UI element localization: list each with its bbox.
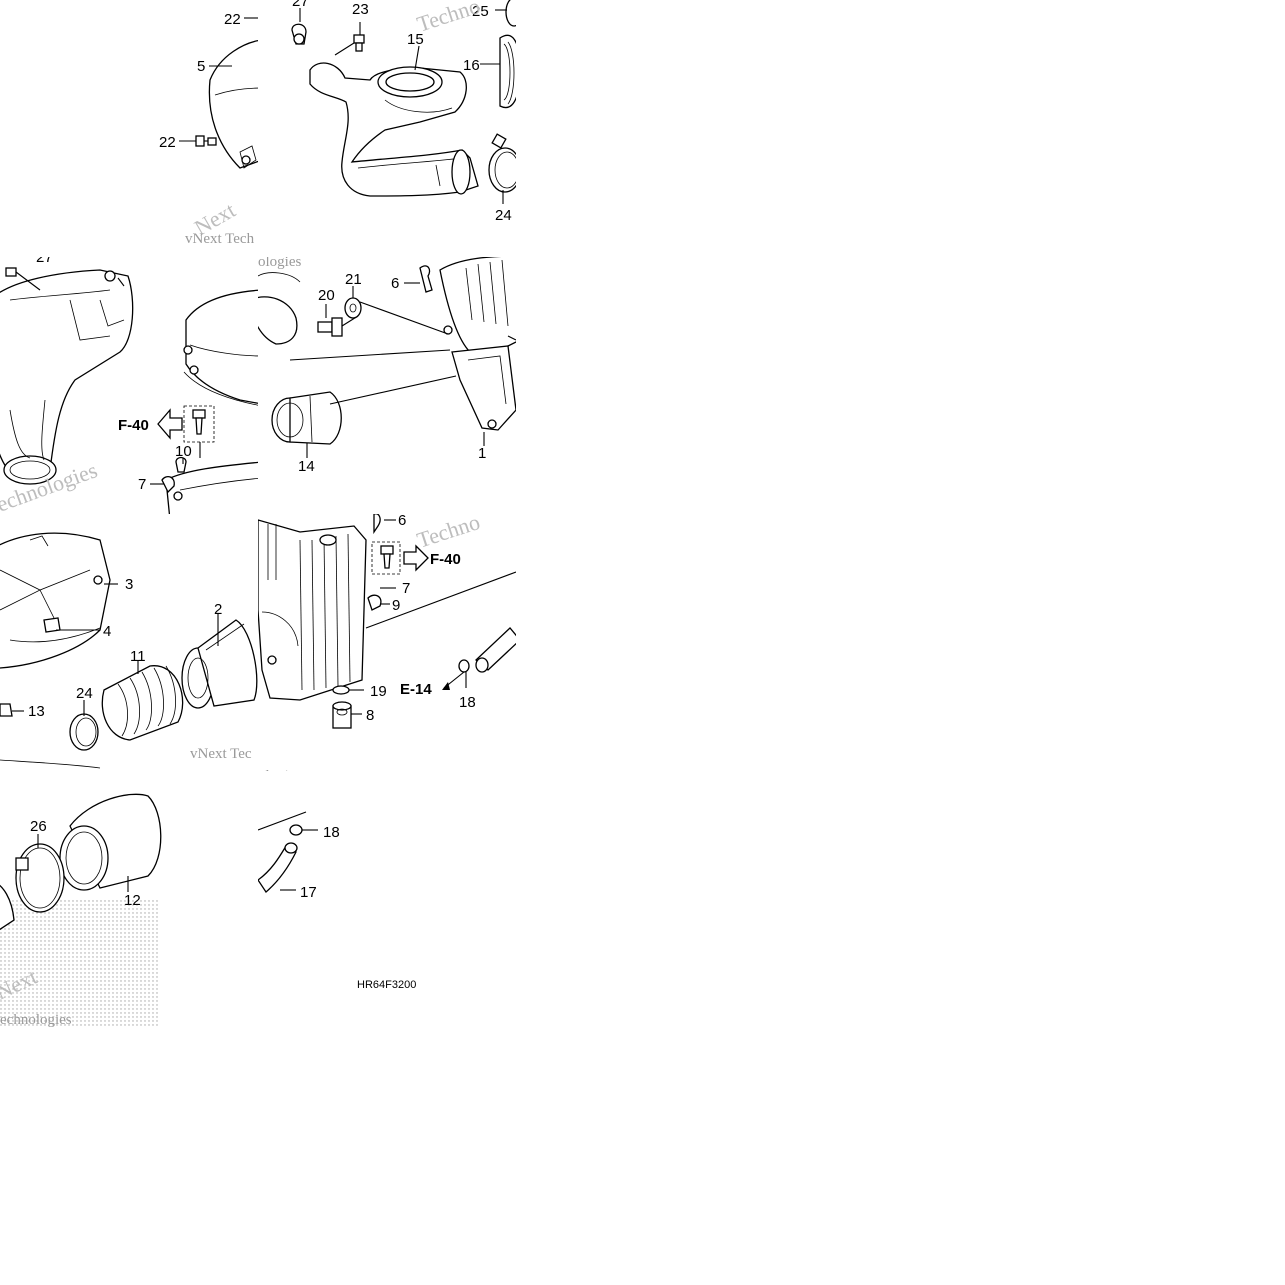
callout-7-right: 7 (402, 580, 410, 597)
clamp-25 (505, 0, 516, 27)
clip-13 (0, 703, 13, 717)
band-26 (15, 843, 65, 913)
air-cleaner-case-1 (439, 257, 516, 431)
callout-14: 14 (298, 458, 315, 475)
air-cleaner-case-edge (165, 289, 258, 514)
callout-9: 9 (392, 597, 400, 614)
tile-resonator-chamber: F-40 27 10 7 echnologies (0, 249, 258, 514)
o-ring-19 (332, 685, 350, 695)
callout-27-lower: 27 (36, 249, 53, 266)
ref-f40-bottom: F-40 (371, 541, 461, 575)
callout-27-top: 27 (292, 0, 309, 10)
drain-plug-8 (332, 701, 352, 729)
callout-6-lower: 6 (398, 512, 406, 529)
tile-intake-duct: 27 23 15 16 24 25 Techno (291, 0, 516, 224)
sensor-20 (317, 315, 359, 337)
tile-hose: 18 17 HR64F3200 (258, 811, 416, 991)
clamp-27-top (291, 8, 307, 45)
f40-reference-bottom: F-40 (430, 551, 461, 568)
sponge-12 (59, 793, 162, 891)
watermark: ologies (258, 768, 301, 784)
tile-sponge-band: 26 12 Next echnologies (0, 793, 162, 1028)
watermark: ologies (258, 254, 301, 270)
tube-11 (101, 665, 184, 741)
callout-22-lower: 22 (159, 134, 176, 151)
duct-15 (309, 42, 479, 197)
bolt-22-lower (195, 135, 217, 147)
air-cleaner-element-2 (181, 619, 258, 709)
watermark: Techno (414, 509, 483, 553)
callout-10: 10 (175, 443, 192, 460)
joint-ring-lower (258, 272, 301, 345)
callout-15: 15 (407, 31, 424, 48)
clip-18-lower (289, 824, 303, 836)
watermark: vNext Tec (190, 746, 252, 762)
clip-9 (367, 594, 382, 611)
watermark: echnologies (0, 1012, 72, 1028)
callout-23: 23 (352, 1, 369, 18)
callout-6-upper: 6 (391, 275, 399, 292)
e14-reference: E-14 (400, 681, 432, 698)
callout-17: 17 (300, 884, 317, 901)
bolt-27-lower (5, 267, 41, 291)
watermark: vNext Tech (185, 231, 255, 247)
callout-18-upper: 18 (459, 694, 476, 711)
callout-24-top: 24 (495, 207, 512, 224)
callout-24-lower: 24 (76, 685, 93, 702)
callout-11: 11 (130, 648, 146, 665)
callout-4: 4 (103, 623, 111, 640)
callout-18-lower: 18 (323, 824, 340, 841)
callout-1: 1 (478, 445, 486, 462)
grommet-21 (344, 297, 362, 319)
callout-22-top: 22 (224, 11, 241, 28)
screw-23 (353, 22, 365, 52)
callout-8: 8 (366, 707, 374, 724)
callout-20: 20 (318, 287, 335, 304)
callout-16: 16 (463, 57, 480, 74)
air-cleaner-cover-3 (0, 532, 111, 669)
clip-6-lower (373, 514, 381, 535)
ref-f40-top: F-40 (118, 405, 215, 443)
f40-reference-top: F-40 (118, 417, 149, 434)
watermark: Techno (414, 0, 483, 37)
hose-16 (499, 34, 516, 109)
callout-21: 21 (345, 271, 362, 288)
callout-7-left: 7 (138, 476, 146, 493)
callout-26: 26 (30, 818, 47, 835)
clamp-24-lower (69, 713, 99, 751)
hose-upper-17 (475, 627, 516, 673)
tile-case-side: F-40 6 7 9 (258, 509, 516, 784)
callout-3: 3 (125, 576, 133, 593)
clip-7-left (161, 475, 175, 494)
intake-joint-14 (271, 391, 342, 445)
screw-6-upper (419, 265, 433, 293)
hose-17 (258, 842, 298, 893)
tile-resonator-cover: 22 5 22 FR. Next vNext Tech (159, 11, 315, 247)
callout-12: 12 (124, 892, 141, 909)
callout-13: 13 (28, 703, 45, 720)
callout-5: 5 (197, 58, 205, 75)
front-direction-arrow: FR. (262, 171, 315, 212)
tile-cover-element: 3 4 2 11 24 13 vNext Tec (0, 532, 258, 769)
air-cleaner-case-side (258, 519, 367, 701)
callout-19: 19 (370, 683, 387, 700)
clamp-24-top (488, 133, 516, 193)
clip-18-upper (458, 659, 470, 673)
resonator-chamber (0, 269, 134, 485)
callout-25: 25 (472, 3, 489, 20)
front-direction-label: FR. (286, 171, 315, 198)
tile-case-sensor: 21 20 6 14 1 ologies (258, 254, 516, 475)
callout-2: 2 (214, 601, 222, 618)
diagram-code: HR64F3200 (357, 979, 416, 991)
